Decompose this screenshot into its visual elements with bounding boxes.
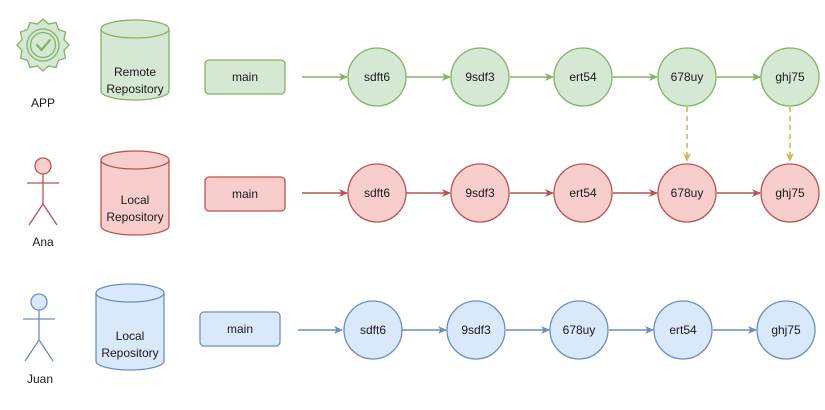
- repository-cylinder: Local Repository: [100, 150, 170, 236]
- branch-label: main: [227, 322, 253, 336]
- commit-node: ghj75: [756, 300, 816, 360]
- repo-label-line1: Remote: [114, 65, 156, 79]
- row-app: APP Remote Repository main sdft6 9sdf3: [16, 18, 820, 110]
- branch-box: main: [199, 311, 281, 347]
- commit-node: sdft6: [343, 300, 403, 360]
- commit-hash: sdft6: [360, 323, 386, 337]
- commit-hash: ert54: [569, 70, 597, 84]
- commit-hash: ert54: [669, 323, 697, 337]
- repo-label-line2: Repository: [106, 82, 163, 96]
- commit-node: 678uy: [549, 300, 609, 360]
- branch-box: main: [204, 176, 286, 212]
- row-juan: Juan Local Repository main sdft6 9sdf3 6…: [23, 283, 816, 386]
- commit-hash: ghj75: [775, 70, 805, 84]
- actor-label: Ana: [32, 235, 54, 249]
- repo-label-line2: Repository: [101, 346, 158, 360]
- commit-node: 9sdf3: [446, 300, 506, 360]
- commit-hash: 9sdf3: [465, 186, 495, 200]
- actor-label: Juan: [27, 372, 53, 386]
- commit-hash: ert54: [569, 186, 597, 200]
- commit-node: sdft6: [347, 163, 407, 223]
- commit-hash: sdft6: [364, 70, 390, 84]
- person-icon: [23, 293, 55, 362]
- commit-node: 9sdf3: [450, 163, 510, 223]
- commit-hash: ghj75: [771, 323, 801, 337]
- person-icon: [27, 157, 59, 226]
- commit-node: ert54: [653, 300, 713, 360]
- repo-label-line1: Local: [121, 193, 150, 207]
- repository-cylinder: Local Repository: [95, 283, 165, 371]
- commit-node: ghj75: [760, 163, 820, 223]
- commit-node: ert54: [553, 163, 613, 223]
- commit-node: 678uy: [657, 163, 717, 223]
- commit-hash: 9sdf3: [465, 70, 495, 84]
- commit-node: 678uy: [657, 47, 717, 107]
- branch-box: main: [204, 59, 286, 95]
- commit-node: sdft6: [347, 47, 407, 107]
- commit-node: 9sdf3: [450, 47, 510, 107]
- commit-hash: sdft6: [364, 186, 390, 200]
- commit-node: ghj75: [760, 47, 820, 107]
- actor-label: APP: [31, 96, 55, 110]
- commit-hash: 678uy: [563, 323, 596, 337]
- branch-label: main: [232, 70, 258, 84]
- commit-hash: ghj75: [775, 186, 805, 200]
- repository-cylinder: Remote Repository: [100, 19, 170, 101]
- commit-hash: 678uy: [671, 70, 704, 84]
- commit-hash: 9sdf3: [461, 323, 491, 337]
- repo-label-line2: Repository: [106, 210, 163, 224]
- repo-label-line1: Local: [116, 329, 145, 343]
- commit-node: ert54: [553, 47, 613, 107]
- commit-hash: 678uy: [671, 186, 704, 200]
- row-ana: Ana Local Repository main sdft6 9sdf3 er…: [27, 150, 820, 249]
- verified-badge-icon: [16, 18, 70, 72]
- branch-label: main: [232, 187, 258, 201]
